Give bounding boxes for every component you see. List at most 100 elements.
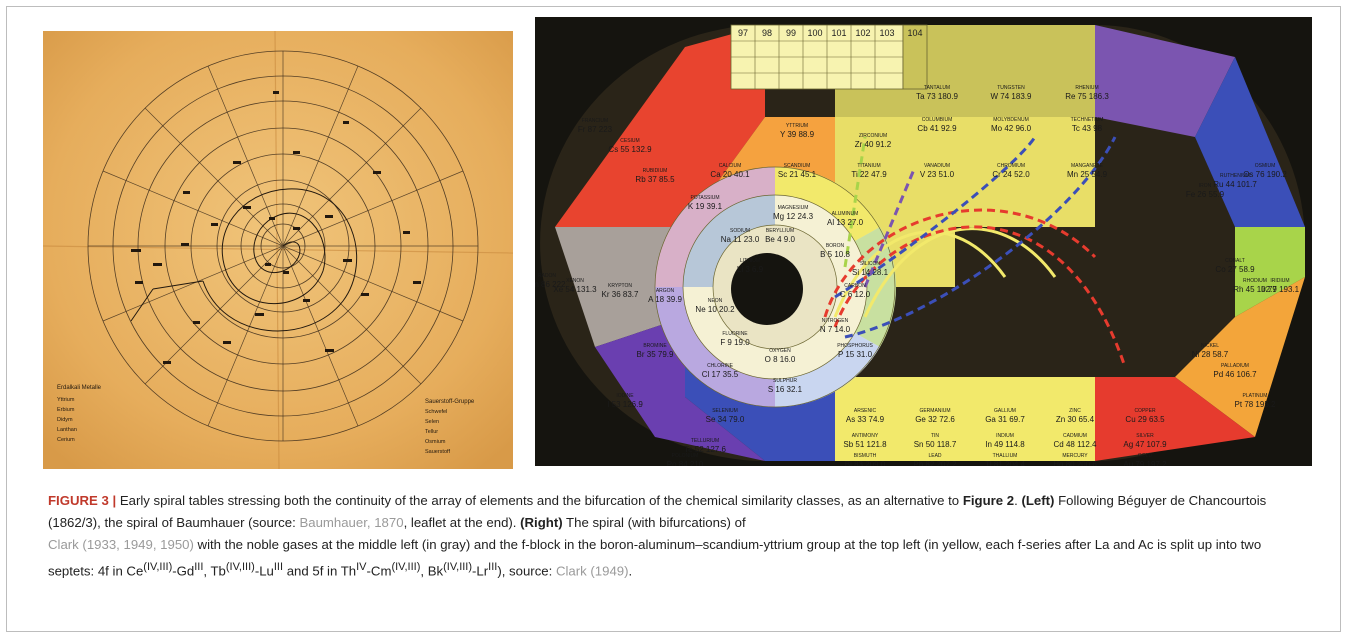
legend-right-row: Sauerstoff — [425, 449, 450, 455]
legend-left-row: Yttrium — [57, 397, 75, 403]
element-symbol-number: Pd 46 106.7 — [1213, 370, 1257, 379]
element-symbol-number: Br 35 79.9 — [637, 350, 674, 359]
element-name: CARBON — [844, 283, 866, 289]
caption-text: -Cm — [366, 563, 392, 579]
element-symbol-number: Se 34 79.0 — [706, 415, 745, 424]
element-name: RADON — [538, 273, 556, 279]
legend-left-row: Cerium — [57, 437, 75, 443]
element-symbol-number: Bi 83 209.0 — [845, 460, 886, 466]
element-symbol-number: Ti 22 47.9 — [851, 170, 887, 179]
element-name: MANGANESE — [1071, 163, 1104, 169]
element-name: MOLYBDENUM — [993, 117, 1028, 123]
element-symbol-number: V 23 51.0 — [920, 170, 955, 179]
element-name: THALLIUM — [993, 453, 1018, 459]
element-name: YTTRIUM — [786, 123, 808, 129]
baumhauer-reference-link[interactable]: Baumhauer, 1870 — [299, 515, 404, 530]
superscript: IV — [356, 561, 367, 573]
caption-text: . — [1014, 493, 1018, 508]
element-symbol-number: P 15 31.0 — [838, 350, 873, 359]
clark-1949-reference-link[interactable]: Clark (1949) — [555, 563, 629, 579]
element-symbol-number: B 5 10.8 — [820, 250, 850, 259]
top-number-label: 102 — [855, 28, 870, 38]
element-name: TUNGSTEN — [997, 85, 1025, 91]
element-symbol-number: Mn 25 54.9 — [1067, 170, 1108, 179]
element-symbol-number: Mg 12 24.3 — [773, 212, 814, 221]
element-name: COLUMBIUM — [922, 117, 953, 123]
element-name: SODIUM — [730, 228, 750, 234]
caption-text: -Lu — [254, 563, 274, 579]
element-symbol-number: N 7 14.0 — [820, 325, 851, 334]
element-symbol-number: I 53 126.9 — [607, 400, 643, 409]
superscript: (IV,III) — [225, 561, 255, 573]
legend-left: Erdalkali Metalle Yttrium Erbium Didym L… — [57, 385, 102, 443]
element-name: KRYPTON — [608, 283, 632, 289]
element-name: PALLADIUM — [1221, 363, 1249, 369]
element-symbol-number: Mo 42 96.0 — [991, 124, 1032, 133]
element-name: IODINE — [616, 393, 634, 399]
element-name: NITROGEN — [822, 318, 849, 324]
element-symbol-number: Cu 29 63.5 — [1125, 415, 1165, 424]
baumhauer-spiral-image: Erdalkali Metalle Yttrium Erbium Didym L… — [43, 31, 513, 469]
element-name: SELENIUM — [712, 408, 738, 414]
element-symbol-number: Y 39 88.9 — [780, 130, 815, 139]
element-symbol-number: Ir 77 193.1 — [1261, 285, 1300, 294]
element-symbol-number: Zr 40 91.2 — [855, 140, 892, 149]
element-name: PHOSPHORUS — [837, 343, 873, 349]
element-name: ZINC — [1069, 408, 1081, 414]
element-symbol-number: Po 84 210 — [667, 460, 704, 466]
caption-text: Early spiral tables stressing both the c… — [116, 493, 963, 508]
element-name: OSMIUM — [1255, 163, 1276, 169]
element-symbol-number: Si 14 28.1 — [852, 268, 889, 277]
legend-left-row: Erbium — [57, 407, 75, 413]
element-cell: RADONRn 86 222 — [535, 273, 566, 289]
element-name: LITHIUM — [740, 258, 760, 264]
figure-caption: FIGURE 3 | Early spiral tables stressing… — [48, 490, 1298, 582]
element-name: SULPHUR — [773, 378, 797, 384]
figure-2-link[interactable]: Figure 2 — [962, 493, 1015, 508]
element-symbol-number: Hg 80 200.6 — [1053, 460, 1097, 466]
element-symbol-number: Al 13 27.0 — [827, 218, 864, 227]
superscript: III — [194, 561, 204, 573]
element-symbol-number: Be 4 9.0 — [765, 235, 795, 244]
left-label: (Left) — [1021, 493, 1055, 508]
element-name: NICKEL — [1201, 343, 1219, 349]
element-name: BROMINE — [643, 343, 667, 349]
element-symbol-number: W 74 183.9 — [991, 92, 1032, 101]
element-name: TITANIUM — [857, 163, 880, 169]
top-number-label: 99 — [786, 28, 796, 38]
f-block-grid — [730, 24, 928, 90]
top-number-label: 101 — [831, 28, 846, 38]
element-symbol-number: Ca 20 40.1 — [710, 170, 750, 179]
superscript: III — [488, 561, 498, 573]
element-name: TIN — [931, 433, 939, 439]
element-symbol-number: Tc 43 98 — [1072, 124, 1103, 133]
element-symbol-number: A 18 39.9 — [648, 295, 682, 304]
legend-right: Sauerstoff-Gruppe Schwefel Selen Tellur … — [425, 399, 475, 455]
clark-reference-link[interactable]: Clark (1933, 1949, 1950) — [48, 537, 194, 552]
element-symbol-number: Kr 36 83.7 — [602, 290, 639, 299]
